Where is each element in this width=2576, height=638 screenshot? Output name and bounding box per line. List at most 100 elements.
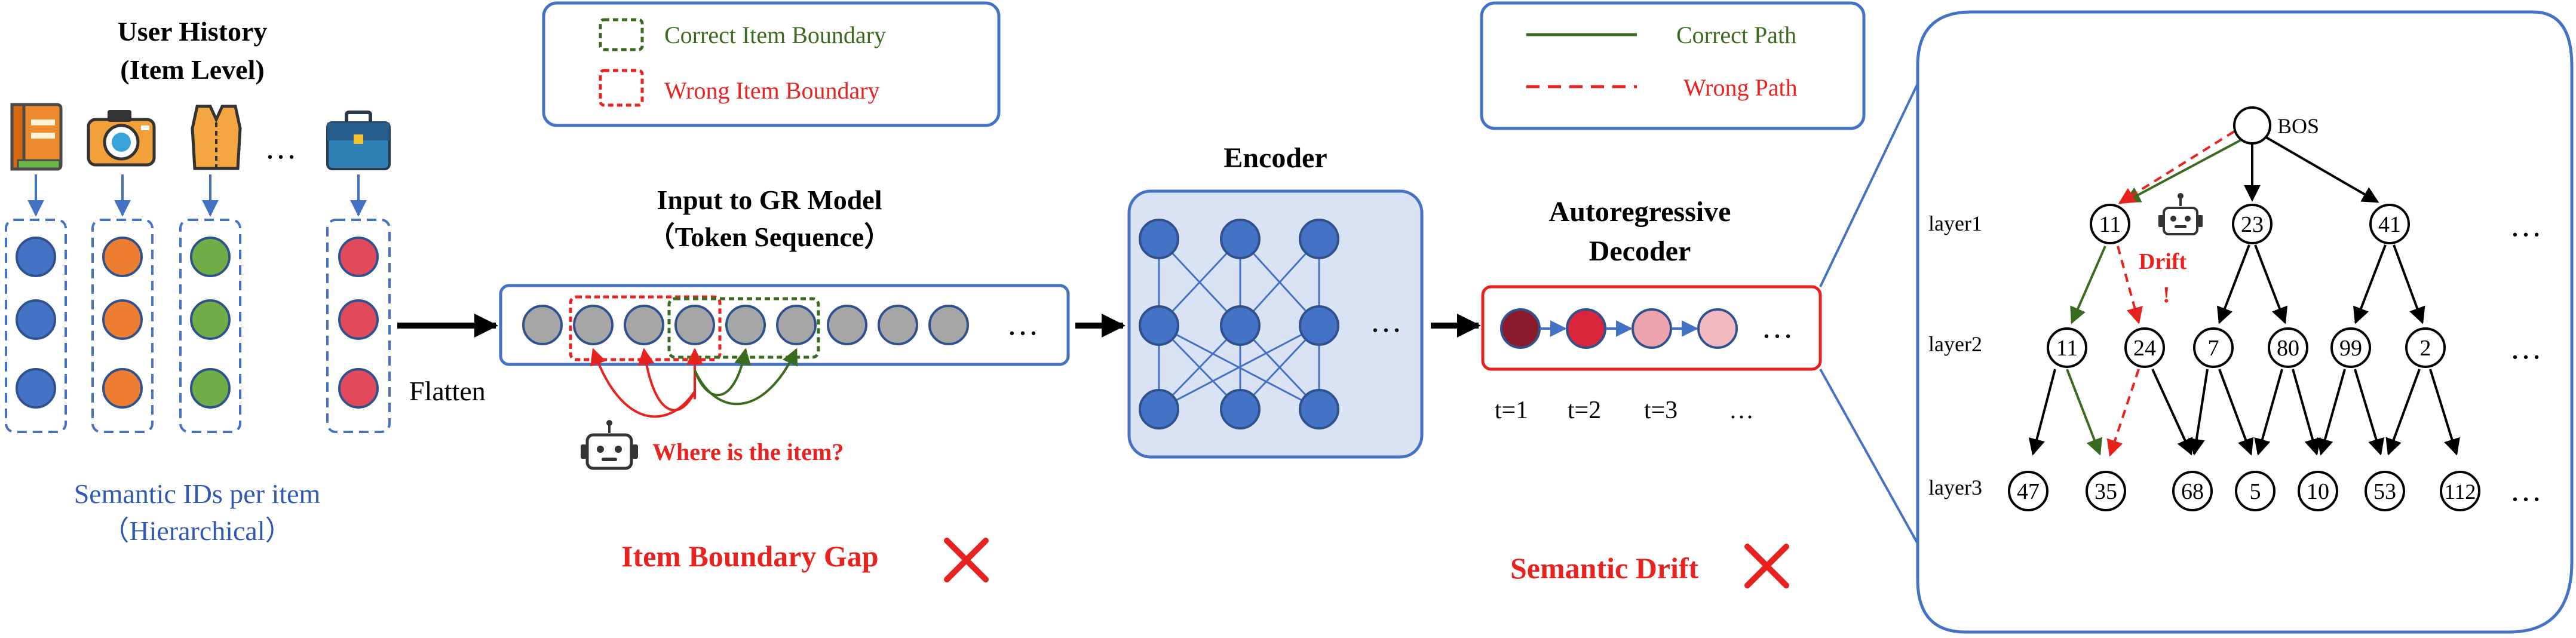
encoder-node	[1299, 389, 1339, 430]
encoder-section: Encoder …	[1127, 142, 1481, 459]
gap-cross-icon	[944, 538, 989, 582]
item-boundary-gap-label: Item Boundary Gap	[621, 539, 879, 573]
tree-node-label: 2	[2420, 336, 2431, 361]
layer-label: layer3	[1928, 476, 1982, 499]
drift-label: Drift	[2139, 249, 2187, 274]
tree-panel: BOS layer1 layer2 layer3 11 23 41 …	[1916, 10, 2574, 634]
wrong-attention-arc	[637, 348, 696, 412]
decoder-title-line1: Autoregressive	[1549, 196, 1731, 228]
input-title-line1: Input to GR Model	[657, 185, 882, 215]
history-title-line2: (Item Level)	[120, 54, 264, 85]
encoder-ellipsis: …	[1370, 303, 1402, 339]
briefcase-icon	[326, 111, 391, 170]
boundary-legend: Correct Item Boundary Wrong Item Boundar…	[542, 1, 1001, 127]
tree-node: 112	[2440, 471, 2480, 511]
semantic-token	[190, 368, 231, 409]
tree-node: 2	[2405, 327, 2446, 368]
sequence-ellipsis: …	[1007, 306, 1039, 342]
tree-node-label: 80	[2277, 336, 2299, 361]
tree-node-label: 35	[2094, 479, 2117, 504]
tree-node-label: 47	[2017, 479, 2040, 504]
correct-boundary-label: Correct Item Boundary	[664, 22, 886, 48]
wrong-attention-arc	[590, 348, 696, 418]
history-title-line1: User History	[118, 16, 268, 47]
history-ellipsis: …	[265, 130, 297, 165]
flatten-label: Flatten	[409, 376, 486, 406]
wrong-boundary-box	[569, 295, 722, 361]
wrong-path-label: Wrong Path	[1683, 74, 1798, 101]
encoder-node	[1139, 389, 1179, 430]
tree-node: 11	[2090, 204, 2130, 244]
tree-node: 99	[2330, 327, 2371, 368]
tree-node-label: 5	[2250, 479, 2261, 504]
sequence-token	[827, 305, 867, 345]
tree-node: 23	[2232, 204, 2273, 244]
correct-attention-arc	[694, 348, 752, 397]
encoder-node	[1139, 219, 1179, 259]
layer-label: layer2	[1928, 332, 1982, 356]
user-history-section: User History (Item Level) …	[5, 16, 498, 546]
encoder-box	[1127, 189, 1424, 459]
tree-node: 80	[2268, 327, 2308, 368]
book-icon	[10, 103, 63, 171]
drift-mark: !	[2163, 283, 2170, 308]
tree-node: 5	[2235, 471, 2276, 511]
tree-ellipsis: …	[2510, 207, 2542, 243]
tree-node-label: 41	[2378, 212, 2401, 237]
encoder-node	[1139, 305, 1179, 346]
encoder-title: Encoder	[1223, 142, 1327, 174]
timestep-label: t=1	[1495, 397, 1528, 424]
tree-edges	[2028, 135, 2460, 456]
semantic-id-column-1	[5, 219, 67, 433]
tree-node-label: 7	[2208, 336, 2219, 361]
tree-node-label: 23	[2241, 212, 2264, 237]
semantic-ids-caption-line2: （Hierarchical）	[102, 516, 292, 546]
decoder-token	[1500, 308, 1541, 349]
encoder-node	[1220, 389, 1261, 430]
semantic-token	[338, 299, 379, 340]
decoder-token	[1632, 308, 1672, 349]
semantic-token	[190, 237, 231, 277]
encoder-node	[1220, 305, 1261, 346]
tree-ellipsis: …	[2510, 330, 2542, 366]
tree-node: 24	[2124, 327, 2165, 368]
sequence-token	[624, 305, 664, 345]
decoder-section: Autoregressive Decoder … t=1 t=2 t=3 … S…	[1481, 83, 1919, 588]
tree-ellipsis: …	[2510, 472, 2542, 508]
zoom-connector	[1819, 83, 1919, 287]
robot-question: Where is the item?	[652, 438, 844, 465]
tree-node-label: 24	[2133, 336, 2156, 361]
timestep-label: …	[1729, 397, 1754, 424]
tree-node-bos: BOS	[2233, 106, 2319, 145]
tree-node-label: 112	[2445, 480, 2476, 504]
semantic-token	[190, 299, 231, 340]
semantic-token	[102, 299, 143, 340]
tree-node-label: 11	[2056, 336, 2078, 361]
tree-node: 35	[2086, 471, 2126, 511]
tree-node: 53	[2365, 471, 2405, 511]
path-legend: Correct Path Wrong Path	[1480, 1, 1866, 130]
encoder-node	[1220, 219, 1261, 259]
semantic-token	[102, 237, 143, 277]
sequence-token	[725, 305, 766, 345]
semantic-id-column-2	[91, 219, 154, 433]
tree-node-label: 53	[2373, 479, 2396, 504]
drift-cross-icon	[1744, 544, 1789, 588]
encoder-node	[1299, 305, 1339, 346]
input-sequence-section: Input to GR Model （Token Sequence） …	[499, 185, 1126, 582]
tree-node: 7	[2193, 327, 2234, 368]
sequence-token	[573, 305, 614, 345]
sequence-token	[522, 305, 563, 345]
encoder-node	[1299, 219, 1339, 259]
sequence-token	[878, 305, 918, 345]
semantic-token	[16, 237, 56, 277]
semantic-drift-label: Semantic Drift	[1510, 551, 1699, 585]
semantic-token	[338, 237, 379, 277]
wrong-boundary-swatch	[599, 69, 644, 107]
semantic-token	[16, 299, 56, 340]
tree-node-label: 99	[2339, 336, 2362, 361]
vest-icon	[191, 105, 242, 170]
timestep-label: t=3	[1644, 397, 1678, 424]
tree-node: 10	[2298, 471, 2338, 511]
sequence-token	[674, 305, 715, 345]
